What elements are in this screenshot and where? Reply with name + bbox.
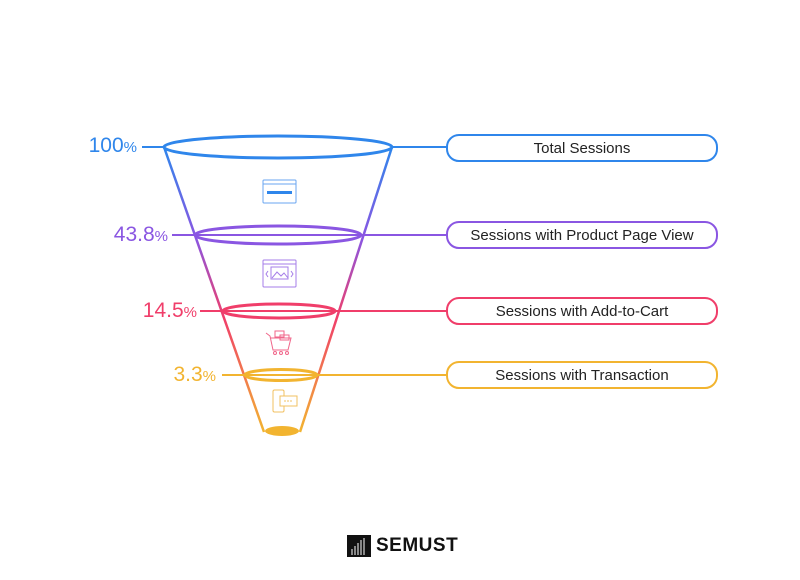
stage-percent-4: 3.3% <box>173 363 216 386</box>
funnel-left-edge <box>162 146 266 433</box>
connector-lines <box>142 146 447 376</box>
stage-percent-1: 100% <box>88 134 137 157</box>
mobile-payment-icon <box>272 389 298 413</box>
stage-label-4: Sessions with Transaction <box>446 361 718 389</box>
shopping-cart-icon <box>265 330 292 355</box>
stage-ring-1 <box>162 134 394 160</box>
stage-percent-2: 43.8% <box>113 223 168 246</box>
funnel-right-edge <box>298 146 394 433</box>
brand-logo: SEMUST <box>347 535 458 557</box>
stage-ring-2 <box>193 224 363 246</box>
logo-mark-icon <box>347 535 371 557</box>
browser-window-icon <box>262 179 297 204</box>
stage-label-2: Sessions with Product Page View <box>446 221 718 249</box>
stage-label-3: Sessions with Add-to-Cart <box>446 297 718 325</box>
funnel-bottom <box>265 426 299 436</box>
stage-ring-3 <box>221 302 337 320</box>
stage-percent-3: 14.5% <box>142 299 197 322</box>
product-page-icon <box>262 259 297 288</box>
stage-ring-4 <box>243 368 319 382</box>
stage-label-1: Total Sessions <box>446 134 718 162</box>
brand-name: SEMUST <box>376 535 459 556</box>
